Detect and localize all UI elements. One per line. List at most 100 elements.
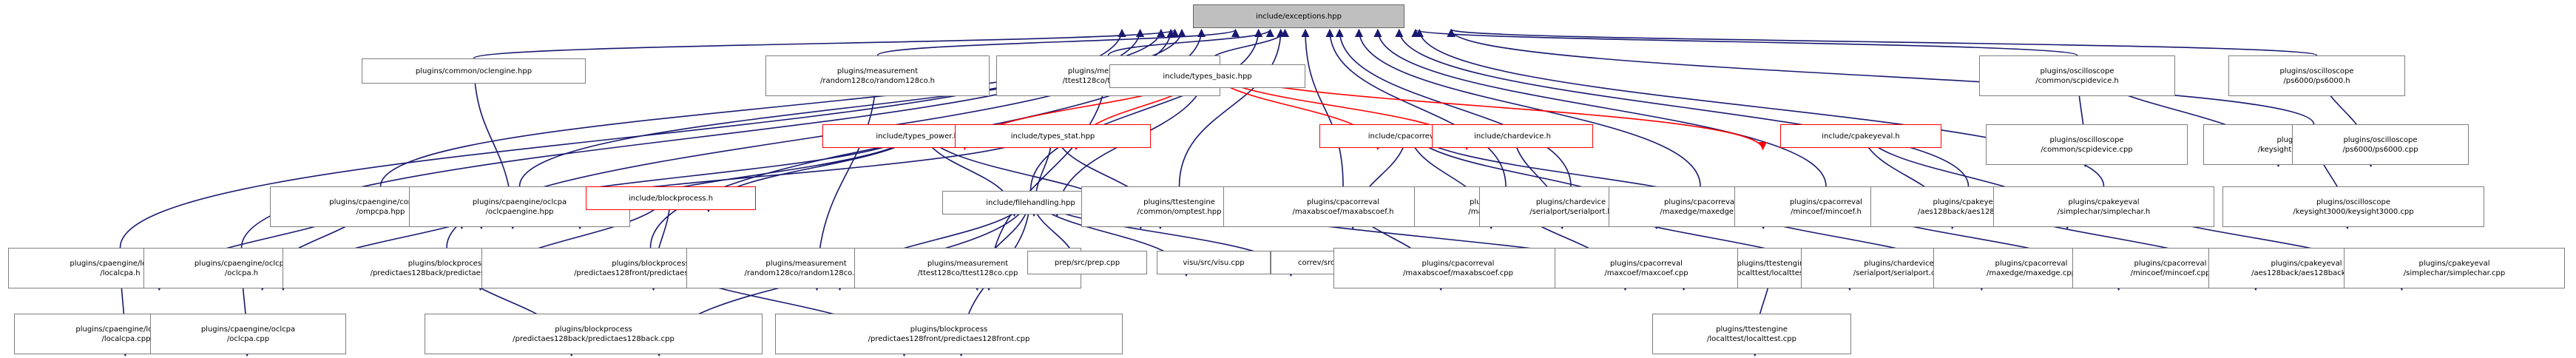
- node-label-line: plugins/cpacorreval: [1790, 197, 1862, 206]
- node-label-line: /maxedge/maxedge.cpp: [1986, 268, 2077, 277]
- node-label-line: include/cpacorreval.h: [1368, 132, 1448, 141]
- node-label-line: include/types_stat.hpp: [1010, 132, 1095, 141]
- node-label-line: plugins/blockprocess: [408, 259, 486, 268]
- node-label-line: /mincoef/mincoef.cpp: [2130, 268, 2211, 277]
- graph-node-ps6000-cpp[interactable]: plugins/oscilloscope/ps6000/ps6000.cpp: [2292, 124, 2469, 165]
- graph-node-simplechar-cpp[interactable]: plugins/cpakeyeval/simplechar/simplechar…: [2344, 248, 2565, 288]
- node-label-line: /aes128back/aes128back.h: [1918, 207, 2019, 216]
- node-label-line: /common/omptest.hpp: [1137, 207, 1222, 216]
- edge-ttest_h-to-ttest_cpp: [984, 55, 1109, 291]
- node-label-line: prep/src/prep.cpp: [1054, 258, 1120, 267]
- node-label-line: include/filehandling.hpp: [986, 198, 1075, 207]
- node-label-line: plugins/cpacorreval: [1421, 259, 1495, 268]
- node-label-line: /maxabscoef/maxabscoef.cpp: [1403, 268, 1513, 277]
- node-label-line: /simplechar/simplechar.h: [2057, 207, 2151, 216]
- node-label-line: plugins/cpacorreval: [2134, 259, 2207, 268]
- node-label-line: /localcpa.h: [100, 268, 141, 277]
- graph-node-blockprocess-h[interactable]: include/blockprocess.h: [586, 186, 756, 210]
- edge-filehandling-to-exc: [1030, 28, 1263, 192]
- edge-omptest-to-exc: [1178, 28, 1285, 187]
- node-label-line: /serialport/serialport.h: [1529, 207, 1612, 216]
- node-label-line: plugins/cpacorreval: [1995, 259, 2068, 268]
- node-label-line: /ps6000/ps6000.cpp: [2342, 145, 2418, 154]
- graph-node-visu[interactable]: visu/src/visu.cpp: [1157, 251, 1271, 274]
- graph-node-scpidevice-cpp[interactable]: plugins/oscilloscope/common/scpidevice.c…: [1986, 124, 2188, 165]
- node-label-line: plugins/cpaengine/oclcpa: [194, 259, 289, 268]
- node-label-line: plugins/cpakeyeval: [2271, 259, 2342, 268]
- graph-node-maxcoef-cpp[interactable]: plugins/cpacorreval/maxcoef/maxcoef.cpp: [1555, 248, 1738, 288]
- node-label-line: visu/src/visu.cpp: [1183, 258, 1245, 267]
- edge-maxabscoef_h-to-exc: [1301, 28, 1344, 187]
- node-label-line: plugins/measurement: [1067, 67, 1149, 75]
- node-label-line: plugins/ttestengine: [1716, 325, 1788, 334]
- node-label-line: /ttest128co/ttest128co.cpp: [917, 268, 1018, 277]
- node-label-line: plugins/oscilloscope: [2343, 135, 2418, 144]
- node-label-line: /localttest/localttest.h: [1732, 268, 1813, 277]
- graph-node-types-basic[interactable]: include/types_basic.hpp: [1109, 64, 1305, 88]
- graph-node-oclengine[interactable]: plugins/common/oclengine.hpp: [362, 58, 586, 84]
- graph-node-exc: include/exceptions.hpp: [1193, 4, 1404, 28]
- graph-node-cpakeyeval[interactable]: include/cpakeyeval.h: [1780, 124, 1941, 148]
- edge-scpidevice_h-to-exc: [1411, 28, 2078, 56]
- node-label-line: /common/scpidevice.h: [2035, 76, 2119, 85]
- node-label-line: include/blockprocess.h: [628, 194, 714, 203]
- node-label-line: plugins/measurement: [927, 259, 1009, 268]
- node-label-line: /predictaes128back/predictaes128back.h: [370, 268, 524, 277]
- edge-maxcoef_h-to-exc: [1325, 28, 1507, 187]
- edge-ttest_h-to-exc: [1107, 28, 1274, 56]
- graph-node-oclcpa-cpp[interactable]: plugins/cpaengine/oclcpa/oclcpa.cpp: [150, 314, 346, 354]
- node-label-line: plugins/cpacorreval: [1664, 197, 1737, 206]
- node-label-line: plugins/oscilloscope: [2316, 197, 2391, 206]
- node-label-line: plugins/cpaengine/oclcpa: [472, 197, 567, 206]
- node-label-line: /localcpa.cpp: [101, 334, 151, 343]
- node-label-line: plugins/chardevice: [1864, 259, 1934, 268]
- node-label-line: /mincoef/mincoef.h: [1791, 207, 1862, 216]
- node-label-line: /keysight3000/keysight3000.cpp: [2293, 207, 2414, 216]
- node-label-line: plugins/ttestengine: [1737, 259, 1809, 268]
- graph-node-bp-front-cpp[interactable]: plugins/blockprocess/predictaes128front/…: [775, 314, 1123, 354]
- node-label-line: plugins/ttestengine: [1143, 197, 1215, 206]
- node-label-line: /common/scpidevice.cpp: [2041, 145, 2133, 154]
- node-label-line: /simplechar/simplechar.cpp: [2403, 268, 2506, 277]
- node-label-line: plugins/common/oclengine.hpp: [415, 67, 533, 75]
- graph-node-scpidevice-h[interactable]: plugins/oscilloscope/common/scpidevice.h: [1979, 55, 2175, 96]
- node-label-line: plugins/cpaengine/localcpa: [70, 259, 171, 268]
- node-label-line: /ttest128co/ttest128co.h: [1062, 76, 1155, 85]
- node-label-line: include/chardevice.h: [1474, 132, 1551, 141]
- graph-node-prep[interactable]: prep/src/prep.cpp: [1027, 251, 1147, 274]
- graph-node-simplechar-h[interactable]: plugins/cpakeyeval/simplechar/simplechar…: [1993, 186, 2214, 227]
- node-label-line: include/exceptions.hpp: [1256, 12, 1342, 21]
- node-label-line: plugins/cpacorreval: [1610, 259, 1683, 268]
- graph-node-types-stat[interactable]: include/types_stat.hpp: [955, 124, 1151, 148]
- graph-node-ps6000-h[interactable]: plugins/oscilloscope/ps6000/ps6000.h: [2228, 55, 2405, 96]
- node-label-line: plugins/cpaengine/localcpa: [75, 325, 177, 334]
- node-label-line: plugins/blockprocess: [910, 325, 988, 334]
- edge-aes_h-to-exc: [1395, 28, 1970, 187]
- graph-node-maxabscoef-cpp[interactable]: plugins/cpacorreval/maxabscoef/maxabscoe…: [1333, 248, 1583, 288]
- edge-oclengine-to-exc: [473, 28, 1179, 59]
- graph-node-ks3000-cpp[interactable]: plugins/oscilloscope/keysight3000/keysig…: [2222, 186, 2484, 227]
- node-label-line: /oclcpaengine.hpp: [485, 207, 554, 216]
- node-label-line: plugins/cpaengine/common: [329, 197, 432, 206]
- node-label-line: plugins/cpakeyeval: [1933, 197, 2004, 206]
- graph-node-chardevice[interactable]: include/chardevice.h: [1432, 124, 1593, 148]
- node-label-line: include/types_power.hpp: [876, 132, 968, 141]
- node-label-line: /localttest/localttest.cpp: [1707, 334, 1796, 343]
- node-label-line: plugins/measurement: [765, 259, 847, 268]
- node-label-line: plugins/blockprocess: [555, 325, 632, 334]
- node-label-line: plugins/cpakeyeval: [2068, 197, 2140, 206]
- node-label-line: /ompcpa.hpp: [356, 207, 405, 216]
- graph-node-localtest-cpp[interactable]: plugins/ttestengine/localttest/localttes…: [1652, 314, 1851, 354]
- node-label-line: /maxedge/maxedge.h: [1660, 207, 1741, 216]
- node-label-line: include/cpakeyeval.h: [1822, 132, 1900, 141]
- edge-mincoef_h-to-exc: [1373, 28, 1827, 187]
- node-label-line: /maxcoef/maxcoef.cpp: [1604, 268, 1688, 277]
- node-label-line: /aes128back/aes128back.cpp: [2251, 268, 2362, 277]
- node-label-line: plugins/measurement: [836, 67, 919, 75]
- graph-node-rand-h[interactable]: plugins/measurement/random128co/random12…: [765, 55, 990, 96]
- node-label-line: plugins/oscilloscope: [2279, 67, 2354, 75]
- edge-ks3000_h-to-exc: [1447, 28, 2315, 125]
- graph-node-bp-back-cpp[interactable]: plugins/blockprocess/predictaes128back/p…: [425, 314, 763, 354]
